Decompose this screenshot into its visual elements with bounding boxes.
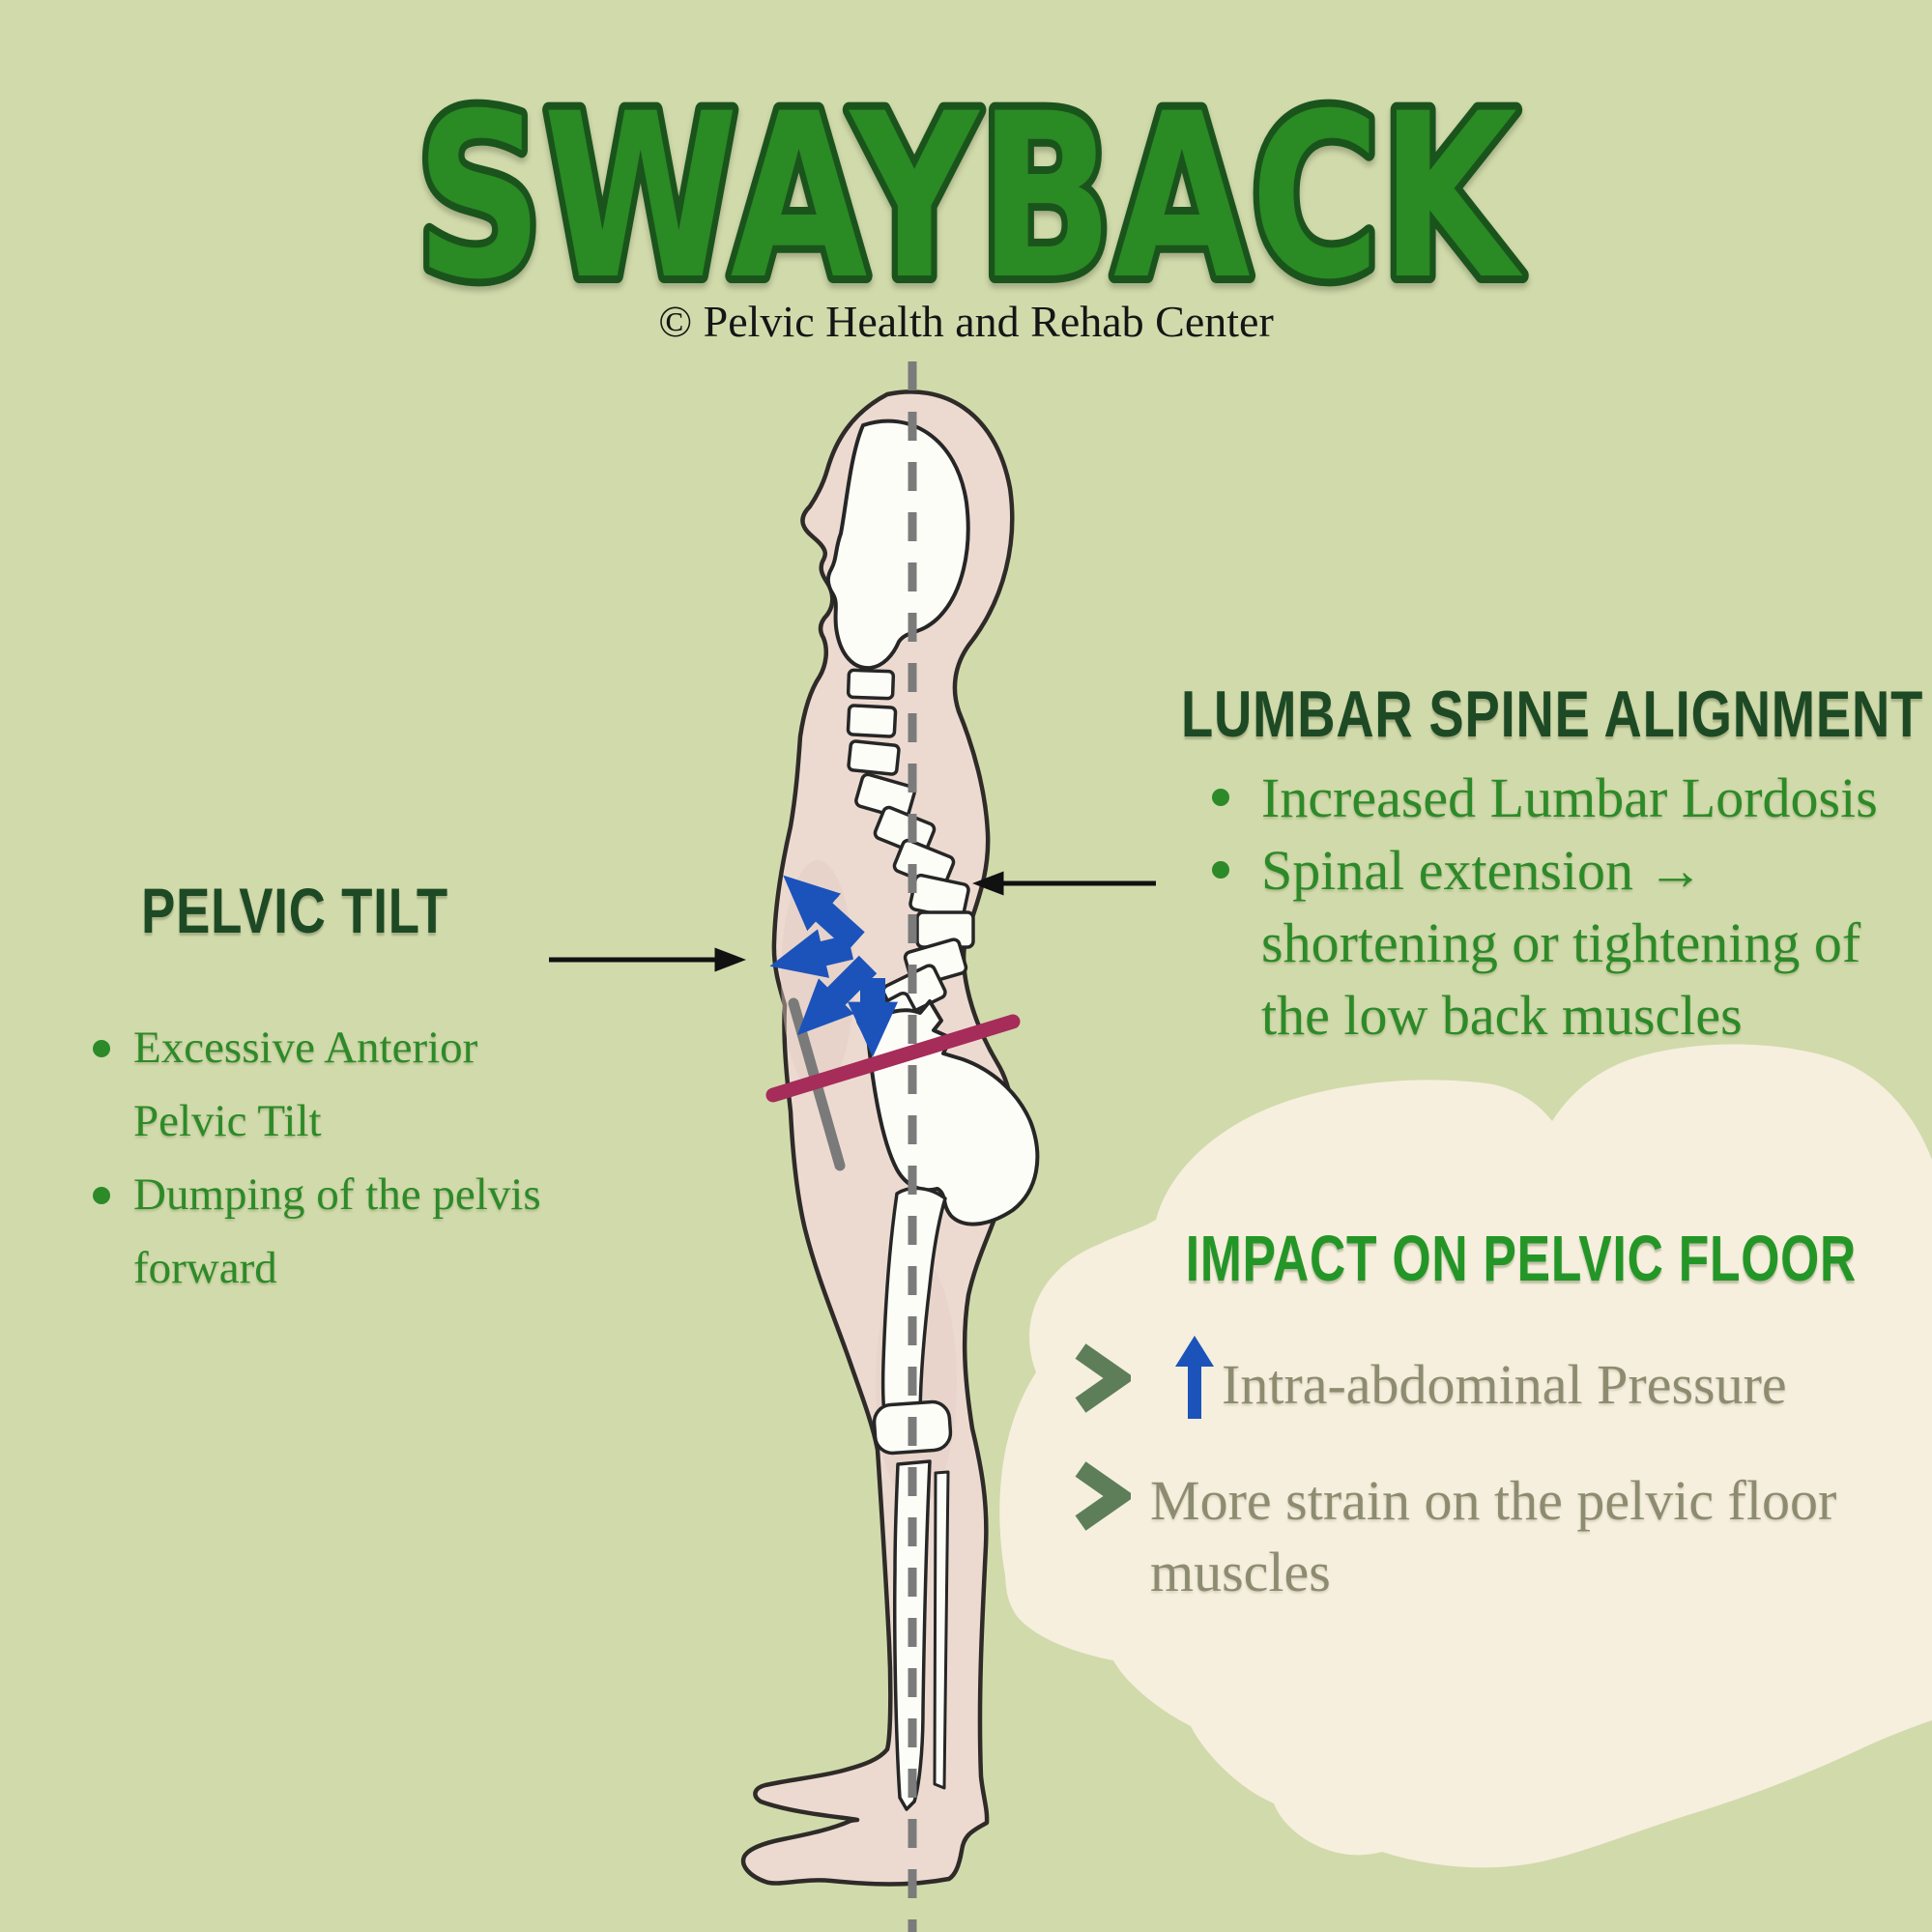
copyright-subtitle: © Pelvic Health and Rehab Center	[658, 297, 1274, 346]
bullet-dot-icon	[1212, 861, 1229, 879]
list-item: Dumping of the pelvis forward	[93, 1158, 673, 1305]
impact-on-pelvic-floor-header: IMPACT ON PELVIC FLOOR	[1185, 1223, 1858, 1295]
pelvic-tilt-bullets: Excessive Anterior Pelvic Tilt Dumping o…	[93, 1011, 673, 1305]
list-item: Spinal extension → shortening or tighten…	[1212, 834, 1927, 1052]
bullet-dot-icon	[93, 1040, 110, 1057]
bullet-text: Dumping of the pelvis forward	[133, 1169, 541, 1293]
impact-panel-blob	[999, 1044, 1932, 1868]
impact-item-text: More strain on the pelvic floor muscles	[1150, 1469, 1837, 1603]
pelvis-rotation-arrows	[769, 875, 898, 1057]
impact-item-text: Intra-abdominal Pressure	[1222, 1353, 1787, 1416]
lumbar-spine-alignment-header: LUMBAR SPINE ALIGNMENT	[1181, 678, 1924, 751]
bullet-text: Increased Lumbar Lordosis	[1261, 766, 1878, 829]
up-arrow-icon	[1175, 1336, 1214, 1419]
bullet-text: Spinal extension → shortening or tighten…	[1261, 839, 1861, 1047]
bullet-dot-icon	[1212, 789, 1229, 806]
list-item: Increased Lumbar Lordosis	[1212, 762, 1927, 834]
page-title: SWAYBACK	[416, 66, 1523, 330]
chevron-icon	[1075, 1461, 1131, 1531]
pelvic-tilt-line	[765, 1014, 1021, 1103]
chevron-icon	[1075, 1343, 1131, 1413]
list-item: Excessive Anterior Pelvic Tilt	[93, 1011, 673, 1158]
fibula-bone	[933, 1470, 950, 1790]
skull	[825, 418, 970, 671]
bullet-text: Excessive Anterior Pelvic Tilt	[133, 1023, 478, 1146]
list-item: Intra-abdominal Pressure	[1175, 1336, 1787, 1421]
femur-bone	[880, 1186, 947, 1425]
pelvic-tilt-header: PELVIC TILT	[141, 875, 448, 946]
lumbar-spine-bullets: Increased Lumbar Lordosis Spinal extensi…	[1212, 762, 1927, 1052]
bullet-dot-icon	[93, 1187, 110, 1204]
